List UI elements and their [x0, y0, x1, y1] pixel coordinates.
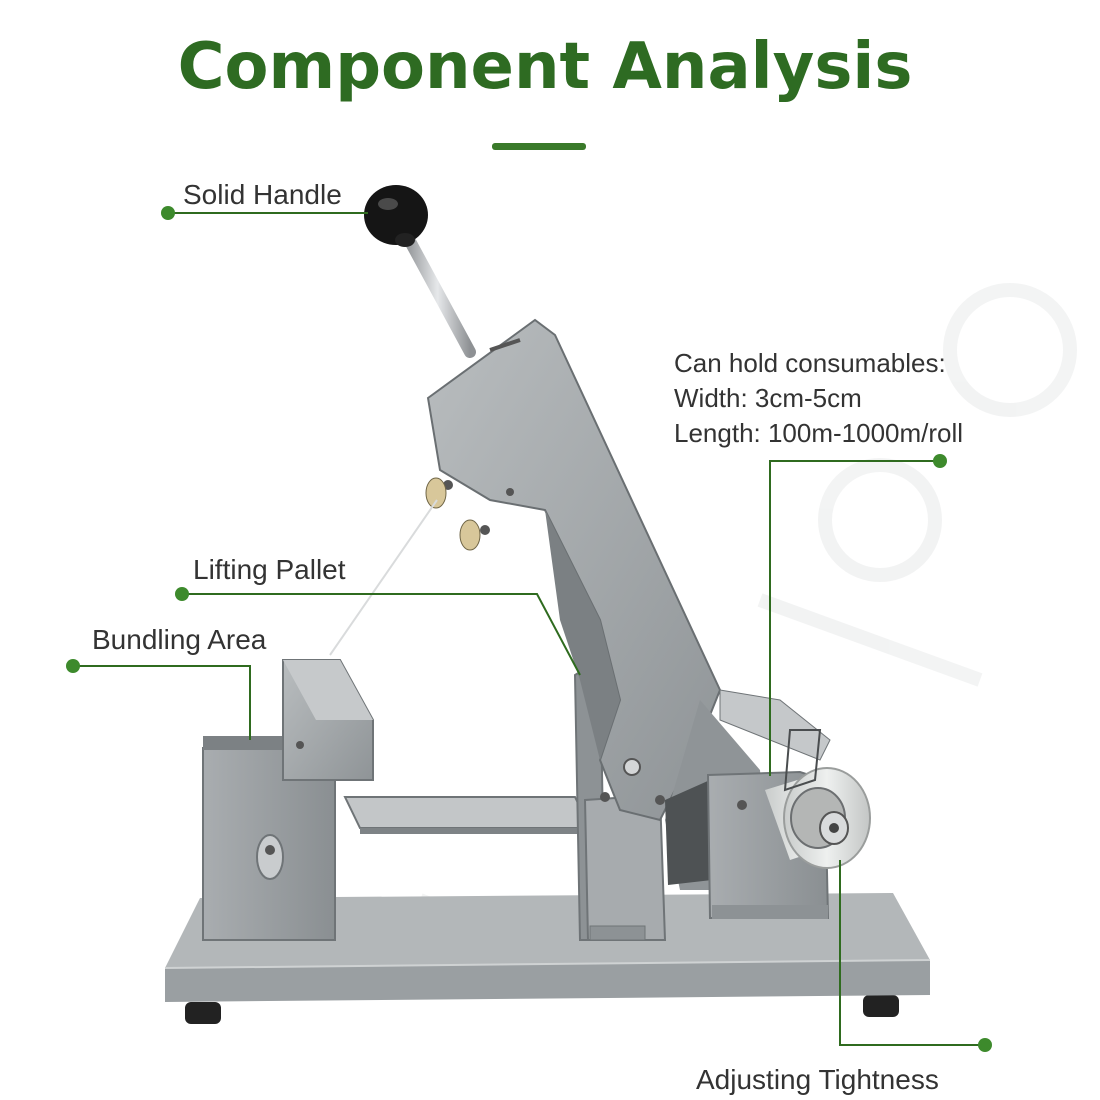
page-title: Component Analysis	[177, 30, 913, 104]
label-bundling-area: Bundling Area	[92, 624, 267, 655]
leader-adjusting-tightness	[839, 860, 985, 1046]
dot-bundling-area	[66, 659, 80, 673]
bundling-area-box	[202, 659, 374, 941]
title-underline	[492, 143, 586, 150]
dot-solid-handle	[161, 206, 175, 220]
dot-lifting-pallet	[175, 587, 189, 601]
dot-adjusting-tightness	[978, 1038, 992, 1052]
guide-rollers	[425, 477, 481, 551]
spec-width: Width: 3cm-5cm	[674, 383, 862, 413]
consumables-spec: Can hold consumables: Width: 3cm-5cm Len…	[674, 346, 963, 451]
spec-length: Length: 100m-1000m/roll	[674, 418, 964, 448]
tape-roll	[765, 729, 871, 869]
lifting-pallet-tray	[343, 796, 592, 834]
leader-lifting-pallet	[182, 593, 581, 676]
label-adjusting-tightness: Adjusting Tightness	[696, 1064, 939, 1095]
solid-handle	[364, 185, 476, 358]
lever-arm	[426, 318, 722, 822]
leader-dots	[66, 206, 992, 1052]
dot-consumables	[933, 454, 947, 468]
leader-lines	[73, 212, 985, 1046]
leader-consumables	[769, 460, 940, 776]
leader-bundling-area	[73, 665, 251, 740]
spec-heading: Can hold consumables:	[674, 348, 946, 378]
tape-line	[329, 499, 438, 656]
label-solid-handle: Solid Handle	[183, 179, 342, 210]
label-lifting-pallet: Lifting Pallet	[193, 554, 346, 585]
